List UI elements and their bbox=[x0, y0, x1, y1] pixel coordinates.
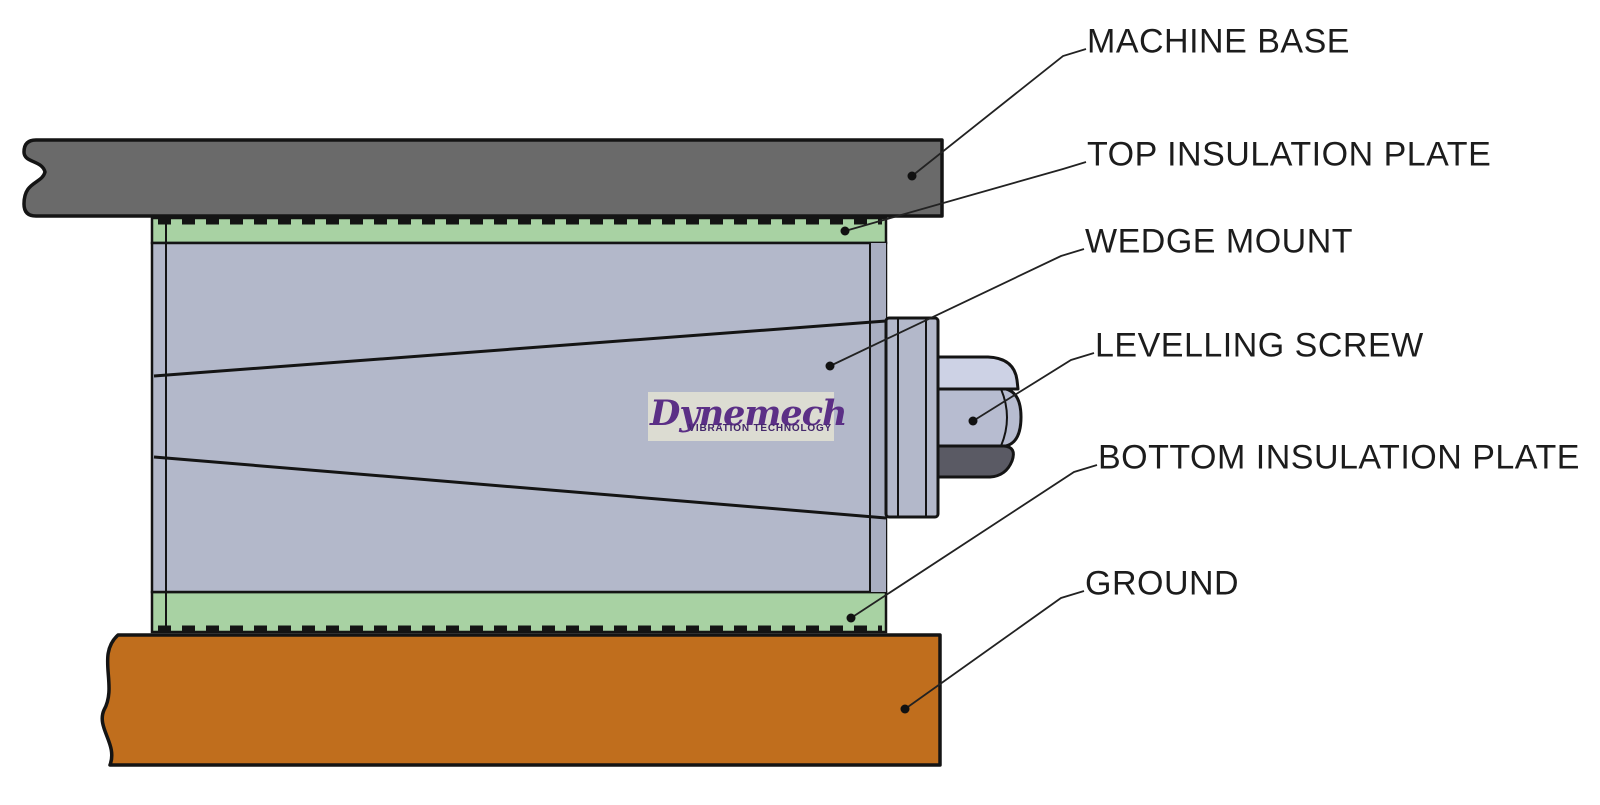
levelling-screw-corner-arc bbox=[1000, 388, 1008, 447]
logo-tagline-text: VIBRATION TECHNOLOGY bbox=[688, 422, 832, 434]
label-bottom-insulation-plate: BOTTOM INSULATION PLATE bbox=[1098, 438, 1580, 477]
leader-line-machine-base bbox=[911, 48, 1087, 177]
label-wedge-mount: WEDGE MOUNT bbox=[1085, 222, 1354, 261]
levelling-screw-bottom-face bbox=[936, 444, 1015, 479]
leader-dot-machine-base bbox=[907, 171, 917, 181]
leader-line-ground bbox=[904, 590, 1085, 710]
wedge-body-right-strip bbox=[870, 243, 886, 592]
dynemech-logo: Dynemech VIBRATION TECHNOLOGY bbox=[648, 392, 847, 441]
leader-line-bottom-insulation-plate bbox=[850, 464, 1098, 619]
bottom-insulation-plate-shape bbox=[150, 590, 888, 634]
leader-dots bbox=[825, 171, 978, 714]
leader-dot-bottom-insulation-plate bbox=[846, 613, 856, 623]
leader-lines bbox=[829, 48, 1098, 710]
boss-plate-shape bbox=[884, 316, 940, 519]
leader-dot-wedge-mount bbox=[825, 361, 835, 371]
ground-shape bbox=[100, 633, 942, 767]
wedge-lower-incline-line bbox=[153, 455, 887, 520]
machine-base-shape bbox=[22, 138, 944, 218]
levelling-screw-top-face bbox=[936, 355, 1020, 391]
leader-dot-top-insulation-plate bbox=[840, 226, 850, 236]
leader-dot-ground bbox=[900, 704, 910, 714]
leader-line-wedge-mount bbox=[829, 248, 1085, 367]
leader-line-top-insulation-plate bbox=[844, 161, 1087, 232]
label-machine-base: MACHINE BASE bbox=[1087, 22, 1350, 61]
wedge-upper-incline-line bbox=[153, 319, 887, 378]
label-ground: GROUND bbox=[1085, 564, 1240, 603]
leader-line-levelling-screw bbox=[972, 352, 1095, 422]
label-top-insulation-plate: TOP INSULATION PLATE bbox=[1087, 135, 1492, 174]
logo-brand-text: Dynemech bbox=[650, 392, 847, 434]
label-levelling-screw: LEVELLING SCREW bbox=[1095, 326, 1424, 365]
leader-dot-levelling-screw bbox=[968, 416, 978, 426]
